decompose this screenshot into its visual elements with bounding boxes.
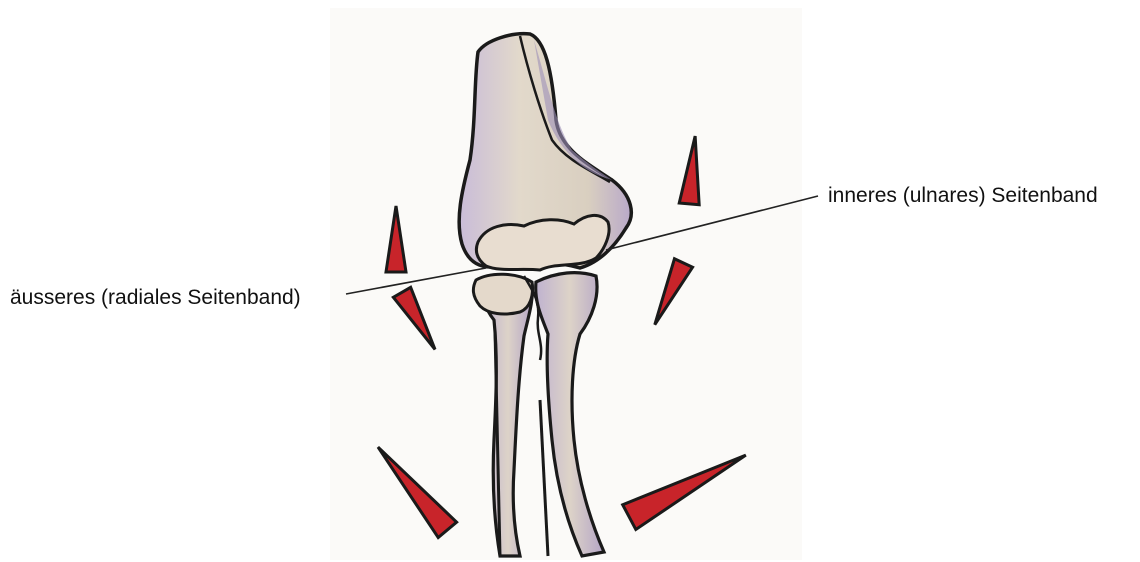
inner-ligament-label: inneres (ulnares) Seitenband [828, 185, 1098, 206]
radial-head [473, 274, 532, 314]
outer-ligament-label: äusseres (radiales Seitenband) [10, 287, 301, 308]
